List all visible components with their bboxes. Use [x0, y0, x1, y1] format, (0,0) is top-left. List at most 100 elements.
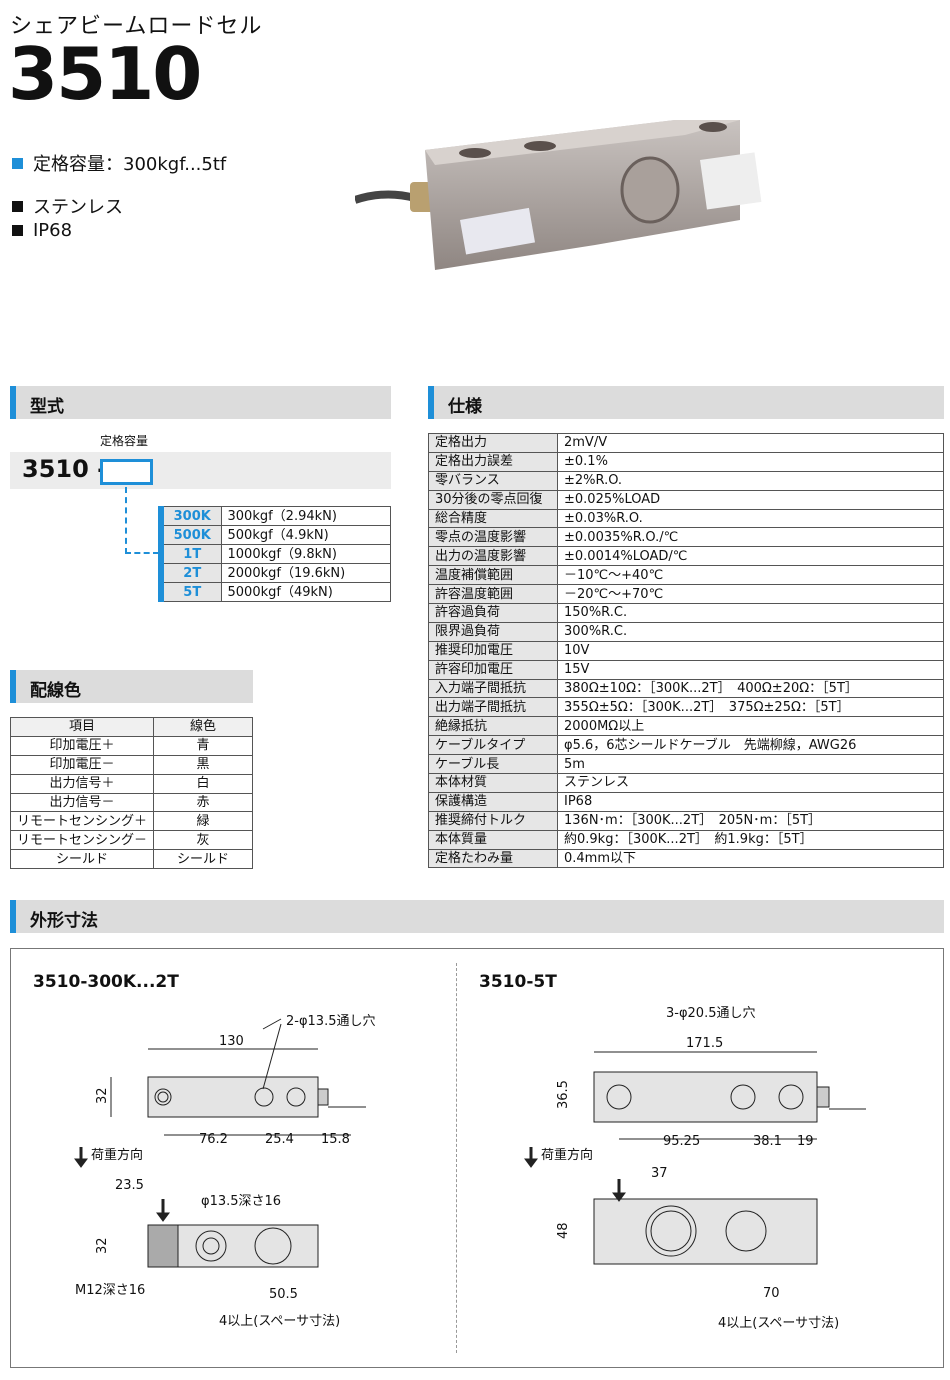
- divider: [456, 963, 457, 1353]
- b-dim5: 70: [763, 1286, 780, 1301]
- spec-row-cell: ケーブル長: [428, 754, 558, 775]
- capacity-row-cell: 500K: [160, 525, 222, 545]
- wiring-row: 出力信号＋白: [9, 773, 253, 794]
- spec-row-cell: 2mV/V: [557, 433, 944, 453]
- b-height2: 48: [556, 1222, 571, 1239]
- wiring-table: 項目線色印加電圧＋青印加電圧－黒出力信号＋白出力信号－赤リモートセンシング＋緑リ…: [9, 717, 253, 870]
- a-dim2: 25.4: [265, 1132, 294, 1147]
- capacity-row-cell: 5000kgf（49kN): [220, 582, 391, 602]
- connector-line: [125, 487, 159, 554]
- spec-row-cell: ±2%R.O.: [557, 470, 944, 491]
- spec-row: 定格出力誤差±0.1%: [428, 451, 944, 472]
- wiring-row-cell: リモートセンシング＋: [9, 811, 155, 832]
- wiring-row: シールドシールド: [9, 849, 253, 870]
- spec-row-cell: 380Ω±10Ω：［300K...2T］ 400Ω±20Ω：［5T］: [557, 678, 944, 699]
- spec-row-cell: 10V: [557, 640, 944, 661]
- spec-row-cell: 総合精度: [428, 508, 558, 529]
- bullet-icon: [12, 225, 23, 236]
- spec-row-cell: 本体質量: [428, 829, 558, 850]
- spec-row: 本体質量約0.9kg：［300K...2T］ 約1.9kg：［5T］: [428, 829, 944, 850]
- b-dim1: 95.25: [663, 1134, 700, 1149]
- wiring-row-cell: 青: [153, 735, 253, 756]
- wiring-row-cell: 白: [153, 773, 253, 794]
- spec-row-cell: 絶縁抵抗: [428, 716, 558, 737]
- a-height2: 32: [95, 1237, 110, 1254]
- model-number: 3510: [8, 32, 202, 116]
- drawing-svg: 3510-300K...2T 130 2-φ13.5通し穴 32 76.2 25…: [33, 972, 866, 1331]
- spec-row-cell: 推奨印加電圧: [428, 640, 558, 661]
- spec-row-cell: ±0.025%LOAD: [557, 489, 944, 510]
- spec-row: 30分後の零点回復±0.025%LOAD: [428, 489, 944, 510]
- spec-row-cell: 出力端子間抵抗: [428, 697, 558, 718]
- capacity-row-cell: 300K: [160, 506, 222, 526]
- wiring-row-cell: 黒: [153, 754, 253, 775]
- spec-row-cell: 355Ω±5Ω：［300K...2T］ 375Ω±25Ω：［5T］: [557, 697, 944, 718]
- spec-row-cell: ケーブルタイプ: [428, 735, 558, 756]
- spec-row-cell: 2000MΩ以上: [557, 716, 944, 737]
- a-height: 32: [95, 1087, 110, 1104]
- spec-row-cell: 300%R.C.: [557, 621, 944, 642]
- capacity-row-cell: 2T: [160, 563, 222, 583]
- wiring-row-cell: 灰: [153, 830, 253, 851]
- spec-row-cell: 温度補償範囲: [428, 565, 558, 586]
- spec-row: 総合精度±0.03%R.O.: [428, 508, 944, 529]
- spec-row-cell: 零バランス: [428, 470, 558, 491]
- capacity-caption: 定格容量: [100, 434, 149, 448]
- a-load-direction: 荷重方向: [91, 1147, 143, 1163]
- wiring-row-cell: 緑: [153, 811, 253, 832]
- spec-row-cell: 許容印加電圧: [428, 659, 558, 680]
- wiring-row-cell: 出力信号＋: [9, 773, 155, 794]
- feature-material: ステンレス: [12, 193, 123, 219]
- wiring-row: 印加電圧－黒: [9, 754, 253, 775]
- section-spec-header: 仕様: [428, 386, 944, 419]
- a-dim5: 50.5: [269, 1287, 298, 1302]
- drawing-a-title: 3510-300K...2T: [33, 972, 179, 992]
- spec-row-cell: 定格出力誤差: [428, 451, 558, 472]
- spec-row-cell: 約0.9kg：［300K...2T］ 約1.9kg：［5T］: [557, 829, 944, 850]
- a-dim3: 15.8: [321, 1132, 350, 1147]
- wiring-header-row-cell: 項目: [9, 717, 155, 737]
- spec-row-cell: 限界過負荷: [428, 621, 558, 642]
- product-category: シェアビームロードセル: [10, 14, 263, 39]
- spec-row: 零点の温度影響±0.0035%R.O./℃: [428, 527, 944, 548]
- spec-row-cell: 0.4mm以下: [557, 848, 944, 869]
- spec-row-cell: 5m: [557, 754, 944, 775]
- feature-text: IP68: [33, 220, 73, 241]
- wiring-header-row: 項目線色: [9, 717, 253, 737]
- a-dim1: 76.2: [199, 1132, 228, 1147]
- spec-row-cell: 150%R.C.: [557, 603, 944, 623]
- spec-row-cell: 出力の温度影響: [428, 546, 558, 567]
- wiring-row-cell: 印加電圧＋: [9, 735, 155, 756]
- drawing-b-title: 3510-5T: [479, 972, 557, 992]
- spec-row-cell: 入力端子間抵抗: [428, 678, 558, 699]
- product-photo: [355, 120, 762, 270]
- capacity-row-cell: 2000kgf（19.6kN): [220, 563, 391, 583]
- a-m12: M12深さ16: [75, 1283, 145, 1298]
- wiring-row-cell: リモートセンシング－: [9, 830, 155, 851]
- spec-row-cell: ±0.0035%R.O./℃: [557, 527, 944, 548]
- spec-row: 本体材質ステンレス: [428, 773, 944, 793]
- model-prefix: 3510 -: [22, 455, 108, 483]
- spec-row: 許容温度範囲－20℃～+70℃: [428, 584, 944, 605]
- a-hole: 2-φ13.5通し穴: [286, 1014, 375, 1029]
- spec-row-cell: －20℃～+70℃: [557, 584, 944, 605]
- wiring-row: 出力信号－赤: [9, 792, 253, 813]
- spec-row: 零バランス±2%R.O.: [428, 470, 944, 491]
- wiring-row-cell: 出力信号－: [9, 792, 155, 813]
- dimension-drawings: 3510-300K...2T 130 2-φ13.5通し穴 32 76.2 25…: [10, 948, 944, 1368]
- spec-row: 温度補償範囲－10℃～+40℃: [428, 565, 944, 586]
- b-dim2: 38.1: [753, 1134, 782, 1149]
- spec-row: 出力の温度影響±0.0014%LOAD/℃: [428, 546, 944, 567]
